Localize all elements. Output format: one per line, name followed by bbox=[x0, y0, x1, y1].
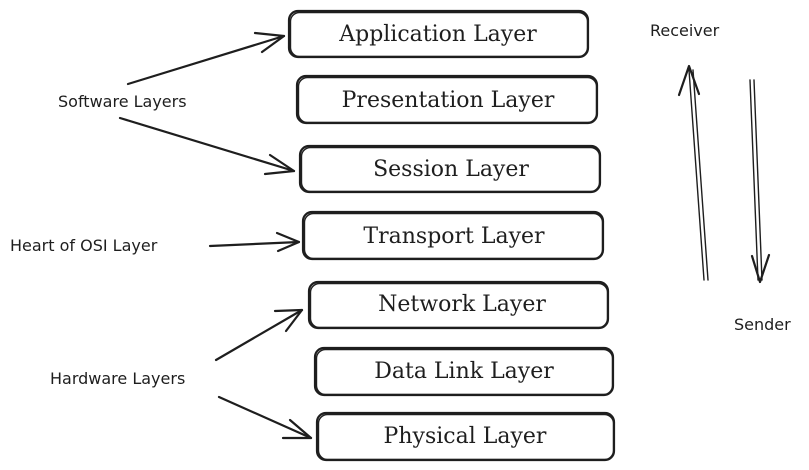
arrow-software-to-application bbox=[126, 31, 286, 86]
layer-label-transport: Transport Layer bbox=[363, 224, 545, 249]
receiver-label: Receiver bbox=[650, 21, 720, 40]
arrow-hardware-to-network bbox=[214, 308, 304, 362]
layer-box-presentation: Presentation Layer bbox=[295, 74, 599, 125]
arrow-software-to-session bbox=[118, 116, 296, 176]
layer-label-data-link: Data Link Layer bbox=[374, 359, 554, 384]
layer-label-presentation: Presentation Layer bbox=[342, 88, 555, 113]
arrow-down-sender bbox=[749, 79, 771, 284]
layer-label-network: Network Layer bbox=[378, 292, 546, 317]
arrow-hardware-to-physical bbox=[217, 395, 313, 440]
arrow-heart-to-transport bbox=[208, 231, 301, 253]
layer-box-network: Network Layer bbox=[307, 280, 610, 330]
layer-box-session: Session Layer bbox=[298, 144, 602, 194]
sender-label: Sender bbox=[734, 315, 791, 334]
layer-box-physical: Physical Layer bbox=[315, 411, 616, 462]
layer-box-application: Application Layer bbox=[287, 9, 590, 59]
hardware-layers-label: Hardware Layers bbox=[50, 369, 185, 388]
layer-box-transport: Transport Layer bbox=[301, 210, 605, 261]
arrow-up-receiver bbox=[677, 64, 709, 281]
layer-label-application: Application Layer bbox=[338, 22, 537, 47]
layer-box-data-link: Data Link Layer bbox=[313, 346, 615, 397]
layer-label-physical: Physical Layer bbox=[384, 424, 547, 449]
layer-label-session: Session Layer bbox=[373, 157, 529, 182]
heart-of-osi-label: Heart of OSI Layer bbox=[10, 236, 158, 255]
software-layers-label: Software Layers bbox=[58, 92, 187, 111]
